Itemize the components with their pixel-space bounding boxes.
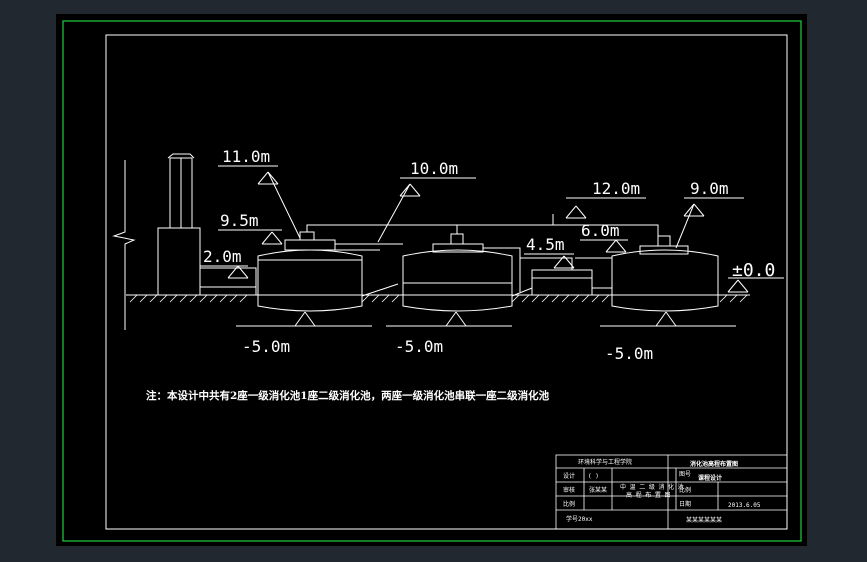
label-6-0: 6.0m bbox=[581, 221, 620, 240]
ground-hatch bbox=[129, 294, 748, 303]
tb-r-value3: 2013.6.05 bbox=[728, 502, 761, 509]
stack-cap bbox=[167, 153, 195, 159]
label-12-0: 12.0m bbox=[592, 179, 640, 198]
inner-border bbox=[105, 34, 788, 530]
outer-green-frame bbox=[62, 20, 802, 542]
process-diagram bbox=[112, 153, 784, 330]
gas-pipe-top bbox=[306, 224, 659, 236]
left-small-tank bbox=[199, 267, 257, 296]
tb-r-bottom: 某某某某某某 bbox=[686, 517, 722, 524]
tb-desc-line1: 中 温 二 级 消 化 池 bbox=[620, 483, 684, 491]
tb-r-value1: 课程设计 bbox=[698, 474, 722, 482]
digester-tank-3 bbox=[611, 249, 719, 312]
callout-12-0 bbox=[565, 197, 646, 219]
callout-10-0 bbox=[377, 177, 476, 243]
digester-tank-2 bbox=[402, 249, 513, 312]
label-zero: ±0.0 bbox=[732, 260, 775, 281]
tb-row3-left: 比例 bbox=[563, 500, 575, 508]
tb-school: 环境科学与工程学院 bbox=[578, 458, 632, 466]
tb-desc-line2: 高 程 布 置 图 bbox=[626, 491, 670, 499]
callout-4-5 bbox=[524, 253, 575, 269]
label-minus-3: -5.0m bbox=[605, 344, 653, 363]
label-9-0: 9.0m bbox=[690, 179, 729, 198]
left-building bbox=[157, 227, 201, 296]
middle-building bbox=[531, 269, 593, 296]
callout-9-5 bbox=[218, 229, 283, 245]
callout-11-0 bbox=[218, 165, 301, 239]
tb-row2-left: 审核 bbox=[563, 486, 575, 494]
tb-row2-mid: 张某某 bbox=[589, 486, 607, 494]
label-9-5: 9.5m bbox=[220, 211, 259, 230]
tb-r-label1: 图号 bbox=[679, 471, 691, 478]
callout-minus-1 bbox=[236, 311, 372, 327]
tb-drawing-name: 消化池高程布置图 bbox=[690, 460, 738, 468]
pipe-link-2-3 bbox=[483, 214, 612, 292]
tb-r-label2: 比例 bbox=[679, 486, 691, 494]
callout-minus-3 bbox=[600, 311, 736, 327]
callout-minus-2 bbox=[386, 311, 512, 327]
drawing-area bbox=[56, 14, 807, 546]
callout-zero bbox=[727, 277, 784, 293]
tb-row1-mid: ( ) bbox=[588, 473, 599, 480]
tank3-cap bbox=[657, 235, 671, 247]
pipe-link-1-2 bbox=[335, 243, 403, 251]
break-line bbox=[112, 160, 136, 330]
tb-r-label3: 日期 bbox=[679, 500, 691, 508]
tb-row1-left: 设计 bbox=[563, 472, 575, 480]
label-minus-2: -5.0m bbox=[395, 337, 443, 356]
label-2-0: 2.0m bbox=[203, 247, 242, 266]
callout-2-0 bbox=[200, 265, 249, 279]
label-10-0: 10.0m bbox=[410, 159, 458, 178]
label-minus-1: -5.0m bbox=[242, 337, 290, 356]
tb-row4-left: 学号20xx bbox=[566, 515, 593, 523]
label-11-0: 11.0m bbox=[222, 147, 270, 166]
digester-tank-1 bbox=[257, 249, 363, 312]
callout-9-0 bbox=[675, 197, 744, 249]
overflow-pipe bbox=[361, 283, 612, 297]
title-block bbox=[555, 454, 788, 530]
design-note: 注：本设计中共有2座一级消化池1座二级消化池，两座一级消化池串联一座二级消化池 bbox=[146, 389, 550, 402]
callout-6-0 bbox=[580, 239, 628, 253]
label-4-5: 4.5m bbox=[526, 235, 565, 254]
